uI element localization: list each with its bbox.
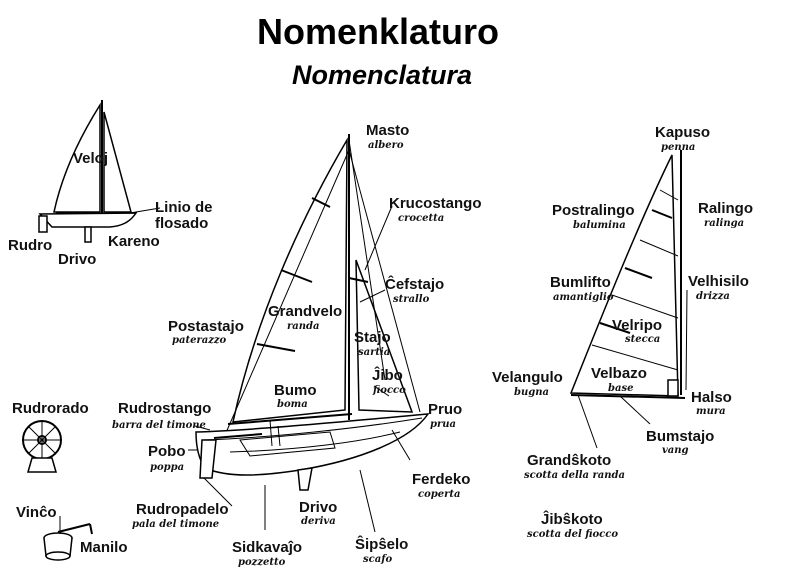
page-title: Nomenklaturo [257, 11, 499, 52]
label-halso: Halso [691, 389, 732, 406]
label-scafo: scafo [363, 554, 393, 565]
label-masto: Masto [366, 122, 409, 139]
label-ferdeko: Ferdeko [412, 471, 470, 488]
label-velangulo: Velangulo [492, 369, 563, 386]
main-boat-drawing [188, 134, 430, 533]
label-postralingo: Postralingo [552, 202, 635, 219]
label-pala-del-timone: pala del timone [132, 519, 219, 530]
label-amantiglio: amantiglio [553, 292, 614, 303]
label-kareno: Kareno [108, 233, 160, 250]
label-pruo: Pruo [428, 401, 462, 418]
label-bugna: bugna [514, 387, 549, 398]
label-drizza: drizza [696, 291, 730, 302]
label-ralingo: Ralingo [698, 200, 753, 217]
small-boat-drawing [38, 100, 161, 243]
label-pozzetto: pozzetto [238, 557, 286, 568]
label-scotta-del-fiocco: scotta del fiocco [527, 529, 618, 540]
label-poppa: poppa [150, 462, 184, 473]
label-mura: mura [696, 406, 726, 417]
label-veloj: Veloj [73, 150, 108, 167]
label-bumlifto: Bumlifto [550, 274, 611, 291]
label-grandvelo: Grandvelo [268, 303, 342, 320]
label-postastajo: Postastajo [168, 318, 244, 335]
label-scotta-della-randa: scotta della randa [524, 470, 625, 481]
label-boma: boma [277, 399, 308, 410]
label-bumstajo: Bumstajo [646, 428, 714, 445]
label-rudrostango: Rudrostango [118, 400, 211, 417]
label-rudrorado: Rudrorado [12, 400, 89, 417]
label-rudropadelo: Rudropadelo [136, 501, 229, 518]
steering-wheel-drawing [22, 420, 62, 473]
label-ralinga: ralinga [704, 218, 744, 229]
label-velhisilo: Velhisilo [688, 273, 749, 290]
label-kapuso: Kapuso [655, 124, 710, 141]
label-stajo: Stajo [354, 329, 391, 346]
label-pobo: Pobo [148, 443, 186, 460]
label-cefstajo: Ĉefstajo [385, 275, 444, 293]
label-manilo: Manilo [80, 539, 128, 556]
label-barra-del-timone: barra del timone [112, 420, 206, 431]
page-subtitle: Nomenclatura [292, 60, 472, 90]
label-linio-de: Linio de [155, 199, 213, 216]
label-sidkavajo: Sidkavaĵo [232, 539, 302, 556]
label-drivo-main: Drivo [299, 499, 337, 516]
label-sartia: sartia [358, 347, 390, 358]
label-rudro: Rudro [8, 237, 52, 254]
winch-drawing [43, 516, 93, 561]
label-fiocco: fiocco [372, 385, 406, 396]
label-coperta: coperta [418, 489, 460, 500]
label-jibskoto: Ĵibŝkoto [541, 510, 603, 528]
label-jibo: Ĵibo [372, 366, 403, 384]
label-base: base [608, 383, 633, 394]
label-crocetta: crocetta [398, 213, 444, 224]
label-vang: vang [662, 445, 689, 456]
label-flosado: flosado [155, 215, 208, 232]
sail-drawing [569, 150, 688, 449]
label-randa: randa [287, 321, 320, 332]
label-penna: penna [661, 142, 695, 153]
label-strallo: strallo [393, 294, 430, 305]
label-prua: prua [430, 419, 456, 430]
label-deriva: deriva [301, 516, 336, 527]
label-vinco: Vinĉo [16, 504, 57, 521]
label-krucostango: Krucostango [389, 195, 482, 212]
label-paterazzo: paterazzo [172, 335, 227, 346]
label-bumo: Bumo [274, 382, 317, 399]
label-sipselo: Ŝipŝelo [355, 535, 408, 553]
label-balumina: balumina [573, 220, 626, 231]
label-velbazo: Velbazo [591, 365, 647, 382]
label-stecca: stecca [625, 334, 660, 345]
label-velripo: Velripo [612, 317, 662, 334]
label-grandskoto: Grandŝkoto [527, 452, 611, 469]
label-albero: albero [368, 140, 404, 151]
label-drivo-small: Drivo [58, 251, 96, 268]
